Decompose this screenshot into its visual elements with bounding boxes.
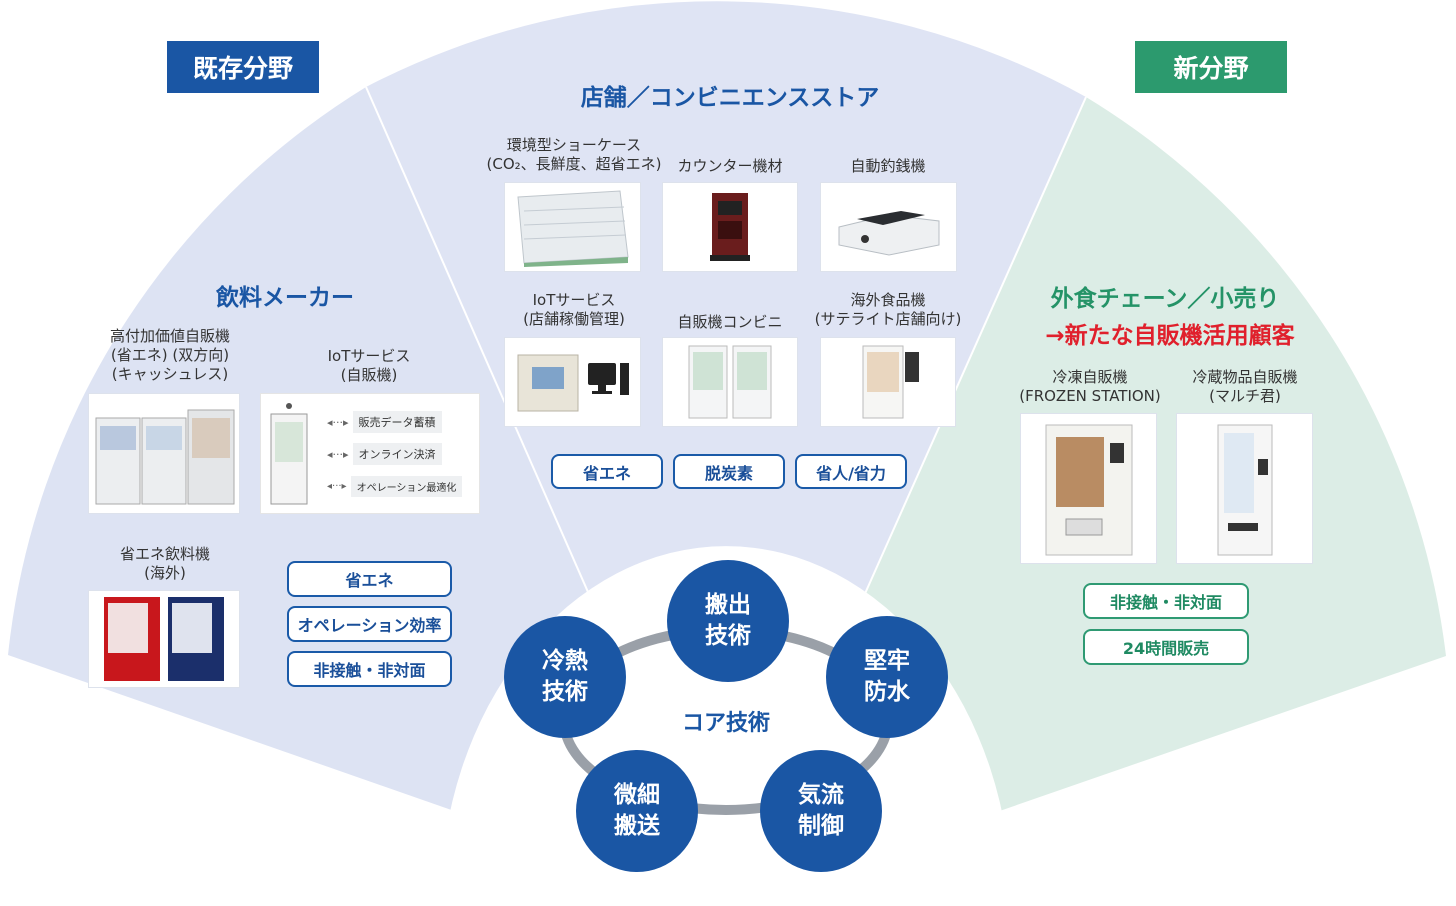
counter-caption: カウンター機材	[677, 157, 783, 175]
vending-store-image	[662, 337, 798, 427]
iot-flow-label: オペレーション最適化	[350, 475, 463, 497]
frozen-vending-caption: 冷凍自販機 (FROZEN STATION)	[1019, 368, 1161, 405]
vending-store-caption: 自販機コンビニ	[677, 313, 783, 331]
beverage-maker-title: 飲料メーカー	[216, 285, 354, 311]
core-node-thermal: 冷熱 技術	[504, 616, 626, 738]
new-field-label: 新分野	[1173, 54, 1249, 83]
iot-flow-list: ◂···▸ 販売データ蓄積 ◂···▸ オンライン決済 ◂···▸ オペレーショ…	[327, 406, 477, 506]
food-chain-title: 外食チェーン／小売り	[1050, 286, 1280, 312]
existing-field-label: 既存分野	[192, 54, 293, 83]
iot-flow-row: ◂···▸ オペレーション最適化	[327, 470, 477, 502]
overseas-food-image	[820, 337, 956, 427]
overseas-drink-image	[88, 590, 240, 688]
core-tech-label: コア技術	[681, 711, 770, 736]
core-node-unloading: 搬出 技術	[667, 560, 789, 682]
new-field-badge: 新分野	[1135, 41, 1287, 93]
core-node-waterproof: 堅牢 防水	[826, 616, 948, 738]
frozen-vending-image	[1020, 413, 1157, 564]
bev-pill-energy: 省エネ	[287, 561, 452, 597]
iot-store-image	[504, 337, 641, 427]
new-customer-subtitle: →新たな自販機活用顧客	[1045, 323, 1295, 349]
core-node-label: 冷熱 技術	[542, 648, 588, 705]
existing-field-badge: 既存分野	[167, 41, 319, 93]
food-pill-24h: 24時間販売	[1083, 629, 1249, 665]
bev-pill-energy-label: 省エネ	[345, 571, 394, 590]
iot-flow-label: オンライン決済	[352, 443, 442, 465]
showcase-caption: 環境型ショーケース (CO₂、長鮮度、超省エネ)	[486, 136, 662, 173]
refrigerated-vending-image	[1176, 413, 1313, 564]
iot-vending-caption: IoTサービス (自販機)	[327, 347, 411, 384]
iot-flow-row: ◂···▸ オンライン決済	[327, 438, 477, 470]
iot-store-caption: IoTサービス (店舗稼働管理)	[523, 291, 625, 328]
food-pill-contactless-label: 非接触・非対面	[1109, 593, 1222, 612]
store-pill-labor-label: 省人/省力	[816, 463, 886, 483]
core-node-label: 気流 制御	[798, 782, 844, 839]
core-node-micro-transport: 微細 搬送	[576, 750, 698, 872]
showcase-image	[504, 182, 641, 272]
hv-vending-caption: 高付加価値自販機 (省エネ) (双方向) (キャッシュレス)	[109, 327, 230, 383]
iot-flow-label: 販売データ蓄積	[352, 411, 442, 433]
arrow-icon: ◂···▸	[327, 447, 349, 461]
overseas-food-caption: 海外食品機 (サテライト店舗向け)	[814, 291, 962, 328]
overseas-drink-caption: 省エネ飲料機 (海外)	[119, 545, 210, 582]
hv-vending-image	[88, 393, 240, 514]
changer-image	[820, 182, 957, 272]
changer-caption: 自動釣銭機	[850, 157, 926, 175]
store-pill-decarbon: 脱炭素	[673, 454, 785, 489]
arrow-icon: ◂···▸	[327, 480, 347, 492]
refrigerated-vending-caption: 冷蔵物品自販機 (マルチ君)	[1192, 368, 1298, 405]
counter-image	[662, 182, 798, 272]
core-node-label: 堅牢 防水	[864, 648, 910, 705]
store-pill-decarbon-label: 脱炭素	[704, 463, 753, 483]
iot-vending-image: ◂···▸ 販売データ蓄積 ◂···▸ オンライン決済 ◂···▸ オペレーショ…	[260, 393, 480, 514]
bev-pill-contactless-label: 非接触・非対面	[313, 661, 426, 680]
iot-flow-row: ◂···▸ 販売データ蓄積	[327, 406, 477, 438]
bev-pill-contactless: 非接触・非対面	[287, 651, 452, 687]
core-node-airflow: 気流 制御	[760, 750, 882, 872]
food-pill-contactless: 非接触・非対面	[1083, 583, 1249, 619]
store-pill-labor: 省人/省力	[795, 454, 907, 489]
food-pill-24h-label: 24時間販売	[1122, 639, 1210, 658]
core-node-label: 搬出 技術	[705, 592, 751, 649]
store-pill-energy: 省エネ	[551, 454, 663, 489]
bev-pill-operation-label: オペレーション効率	[297, 616, 442, 635]
store-pill-energy-label: 省エネ	[582, 463, 631, 483]
store-title: 店舗／コンビニエンスストア	[580, 85, 880, 111]
bev-pill-operation: オペレーション効率	[287, 606, 452, 642]
arrow-icon: ◂···▸	[327, 415, 349, 429]
core-node-label: 微細 搬送	[614, 782, 660, 839]
